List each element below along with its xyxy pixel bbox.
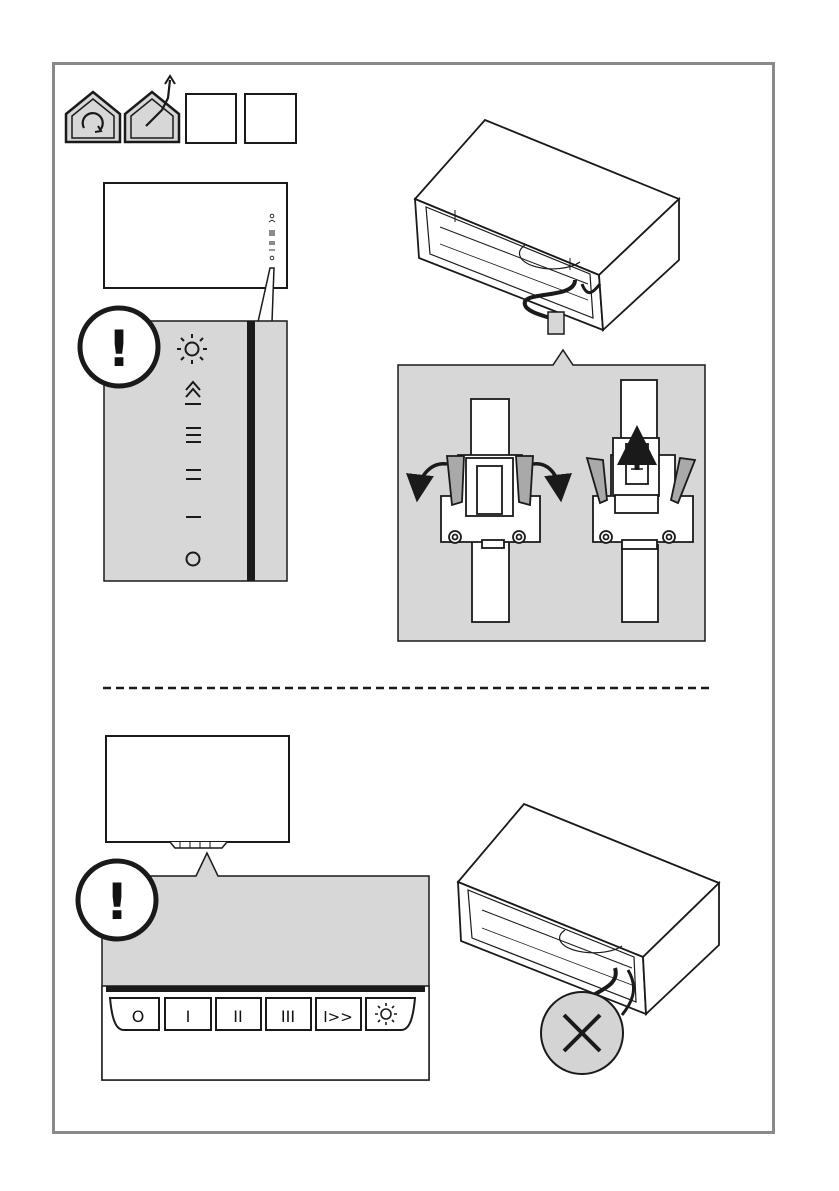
light-button[interactable] xyxy=(366,998,415,1030)
speed-2-button[interactable]: II xyxy=(216,998,261,1030)
boost-button[interactable]: I>> xyxy=(316,998,361,1030)
hood-unit-bottom xyxy=(458,804,719,1014)
svg-text:!: ! xyxy=(108,320,131,378)
off-button[interactable]: O xyxy=(110,998,159,1030)
svg-text:I: I xyxy=(186,1007,191,1026)
cross-circle-icon xyxy=(541,992,623,1074)
speed-1-button[interactable]: I xyxy=(165,998,211,1030)
blank-mode-box-2 xyxy=(245,94,296,143)
exclamation-circle-icon: ! xyxy=(80,308,158,386)
hood-front-view-horizontal-controls xyxy=(106,736,289,848)
svg-text:!: ! xyxy=(106,873,129,931)
recirculation-house-icon xyxy=(66,92,120,142)
hood-front-view-vertical-controls xyxy=(104,183,287,288)
extraction-house-icon xyxy=(125,76,179,142)
hood-unit-top xyxy=(415,120,679,330)
blank-mode-box-1 xyxy=(186,94,236,143)
svg-text:O: O xyxy=(132,1007,145,1026)
speed-3-button[interactable]: III xyxy=(266,998,311,1030)
svg-text:III: III xyxy=(281,1007,295,1026)
svg-text:I>>: I>> xyxy=(323,1008,353,1026)
exclamation-circle-icon: ! xyxy=(78,861,156,939)
svg-text:II: II xyxy=(233,1007,242,1026)
